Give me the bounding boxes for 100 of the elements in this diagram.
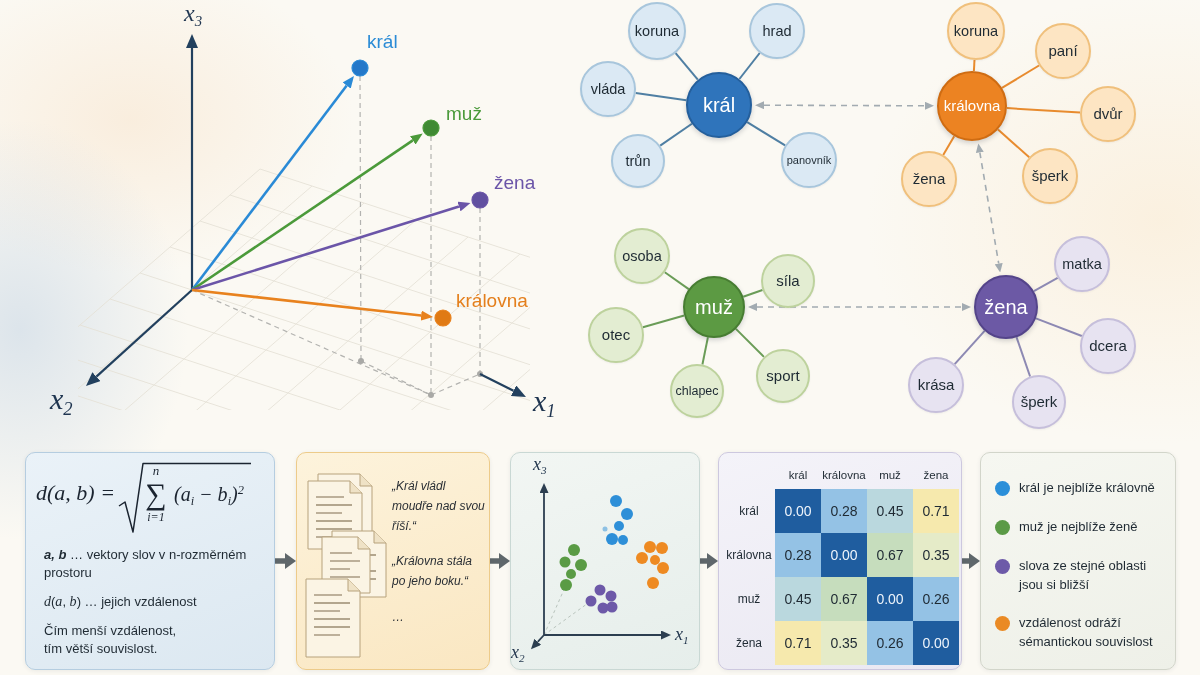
related-word-circle	[761, 254, 815, 308]
distance-matrix-panel	[718, 452, 962, 670]
connector-line	[641, 314, 686, 329]
connector-line	[997, 128, 1031, 159]
word-label: paní	[1048, 42, 1078, 60]
heatmap-cell: 0.71	[913, 489, 959, 533]
word-label: osoba	[622, 247, 662, 265]
word-label: vláda	[590, 80, 626, 98]
related-word-circle	[628, 2, 686, 60]
formula-text: (a$_{i}$ − b$_{i}$)$^{2}$	[174, 482, 244, 506]
word-label: král	[702, 93, 736, 117]
connector-line	[738, 52, 761, 80]
related-word-circle	[1022, 148, 1078, 204]
heatmap-cell: 0.67	[821, 577, 867, 621]
related-word-circle	[580, 61, 636, 117]
connector-line	[734, 327, 765, 358]
summary-panel	[980, 452, 1176, 670]
related-word-circle	[611, 134, 665, 188]
document-panel	[296, 452, 490, 670]
connector-line	[1005, 107, 1081, 114]
heatmap-cell: 0.35	[913, 533, 959, 577]
word-label: koruna	[953, 22, 999, 40]
axis-label: x$_{2}$	[50, 382, 73, 415]
related-word-circle	[908, 357, 964, 413]
axis-label: x$_{1}$	[533, 384, 556, 417]
word-label: otec	[601, 326, 631, 344]
central-word-circle	[937, 71, 1007, 141]
connector-line	[1034, 317, 1083, 337]
word-label: muž	[695, 295, 733, 319]
flow-arrow	[275, 553, 296, 569]
heatmap-cell: 0.45	[867, 489, 913, 533]
connector-line	[742, 289, 764, 298]
connector-line	[674, 52, 699, 81]
heatmap-cell: 0.26	[867, 621, 913, 665]
word-label: šperk	[1020, 393, 1058, 411]
connector-line	[972, 59, 976, 72]
flow-arrow	[490, 553, 510, 569]
word-label: koruna	[634, 22, 680, 40]
related-word-circle	[901, 151, 957, 207]
connector-line	[746, 121, 787, 147]
connector-line	[659, 122, 693, 147]
related-word-circle	[1080, 318, 1136, 374]
quote-text: „Královna stála po jeho boku.“	[392, 553, 474, 591]
axis-label: x$_{3}$	[533, 455, 547, 475]
central-word-circle	[974, 275, 1038, 339]
related-word-circle	[1054, 236, 1110, 292]
axis-label: x$_{3}$	[184, 0, 203, 27]
heatmap-cell: 0.28	[821, 489, 867, 533]
word-label: královna	[943, 97, 1001, 115]
dashed-arrow	[975, 143, 1003, 273]
formula-text: d(a, b) =	[36, 480, 115, 507]
column-header: královna	[822, 469, 866, 481]
heatmap-cell: 0.26	[913, 577, 959, 621]
legend-text: slova ze stejné oblasti jsou si bližší	[1019, 556, 1148, 594]
heatmap-cell: 0.00	[821, 533, 867, 577]
heatmap-cell: 0.00	[913, 621, 959, 665]
legend-text: vzdálenost odráží sémantickou souvislost	[1019, 614, 1154, 652]
connector-line	[1001, 64, 1040, 89]
flow-arrow	[962, 553, 980, 569]
column-header: král	[788, 469, 808, 481]
heatmap-cell: 0.00	[867, 577, 913, 621]
word-label: trůn	[625, 152, 651, 170]
axis-label: x$_{1}$	[675, 625, 689, 645]
row-header: muž	[737, 592, 761, 606]
flow-arrow	[700, 553, 718, 569]
row-header: královna	[726, 548, 772, 562]
scatter-panel	[510, 452, 700, 670]
column-header: muž	[879, 469, 901, 481]
word-label: chlapec	[675, 383, 719, 399]
connector-line	[1015, 336, 1032, 378]
connector-line	[942, 135, 956, 156]
heatmap-cell: 0.45	[775, 577, 821, 621]
dashed-arrow	[755, 101, 934, 110]
word-label: dvůr	[1093, 105, 1123, 123]
related-word-circle	[947, 2, 1005, 60]
legend-text: král je nejblíže královně	[1019, 479, 1155, 497]
connector-line	[663, 271, 690, 291]
related-word-circle	[756, 349, 810, 403]
heatmap-cell: 0.00	[775, 489, 821, 533]
description-text: d(a, b) … jejich vzdálenost	[44, 592, 197, 612]
quote-text: „Král vládl moudře nad svou říší.“	[392, 478, 486, 535]
word-label: síla	[776, 272, 800, 290]
summation-sign: ∑	[145, 478, 167, 510]
description-text: a, b … vektory slov v n-rozměrném prostoru	[44, 546, 248, 583]
row-header: král	[739, 504, 759, 518]
word-label: sport	[766, 367, 800, 385]
word-label: panovník	[786, 153, 832, 167]
heatmap-cell: 0.28	[775, 533, 821, 577]
word-label: šperk	[1031, 167, 1069, 185]
word-label: žena	[912, 170, 946, 188]
connector-line	[634, 92, 688, 102]
dashed-arrow	[748, 303, 971, 311]
related-word-circle	[1012, 375, 1066, 429]
related-word-circle	[781, 132, 837, 188]
heatmap-cell: 0.67	[867, 533, 913, 577]
description-text: Čím menší vzdálenost, tím větší souvislost.	[44, 622, 178, 659]
related-word-circle	[1080, 86, 1136, 142]
word-label: hrad	[762, 22, 792, 40]
related-word-circle	[749, 3, 805, 59]
related-word-circle	[588, 307, 644, 363]
